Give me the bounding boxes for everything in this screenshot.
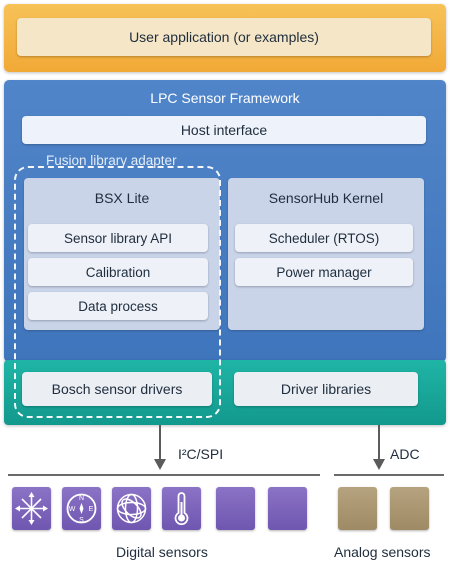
compass-icon: N S W E: [62, 487, 101, 530]
digital-sensors-label: Digital sensors: [116, 544, 208, 560]
sensorhub-kernel-panel: SensorHub Kernel Scheduler (RTOS) Power …: [228, 178, 424, 330]
thermometer-icon: [162, 487, 201, 530]
svg-text:W: W: [69, 506, 76, 513]
accelerometer-icon: [12, 487, 51, 530]
host-interface-box: Host interface: [22, 116, 426, 144]
application-layer: User application (or examples): [4, 4, 446, 72]
bsx-lite-title: BSX Lite: [94, 190, 150, 206]
analog-bus-line: [334, 474, 444, 476]
power-manager-box: Power manager: [235, 258, 413, 286]
sensor-framework-layer: LPC Sensor Framework Host interface Fusi…: [4, 80, 446, 362]
digital-sensor-5: [216, 487, 255, 530]
analog-bus-arrow: [373, 425, 385, 470]
svg-text:N: N: [79, 495, 84, 502]
analog-sensors-label: Analog sensors: [334, 544, 431, 560]
user-application-box: User application (or examples): [17, 18, 431, 56]
analog-sensor-2: [390, 487, 429, 530]
driver-layer: Bosch sensor drivers Driver libraries: [4, 360, 446, 425]
digital-sensor-6: [268, 487, 307, 530]
fusion-adapter-label: Fusion library adapter: [46, 153, 177, 168]
bosch-sensor-drivers-box: Bosch sensor drivers: [22, 372, 212, 406]
framework-title: LPC Sensor Framework: [150, 90, 300, 106]
sensor-library-api-box: Sensor library API: [28, 224, 208, 252]
digital-bus-arrow: [154, 425, 166, 470]
data-process-box: Data process: [28, 292, 208, 320]
analog-bus-label: ADC: [390, 446, 420, 462]
digital-bus-label: I²C/SPI: [178, 446, 224, 462]
digital-bus-line: [8, 474, 320, 476]
bsx-lite-panel: BSX Lite Sensor library API Calibration …: [24, 178, 220, 330]
analog-sensor-1: [338, 487, 377, 530]
gyroscope-icon: [112, 487, 151, 530]
sensorhub-kernel-title: SensorHub Kernel: [268, 190, 384, 206]
scheduler-box: Scheduler (RTOS): [235, 224, 413, 252]
driver-libraries-box: Driver libraries: [234, 372, 418, 406]
svg-text:E: E: [89, 506, 94, 513]
svg-text:S: S: [79, 517, 84, 524]
calibration-box: Calibration: [28, 258, 208, 286]
